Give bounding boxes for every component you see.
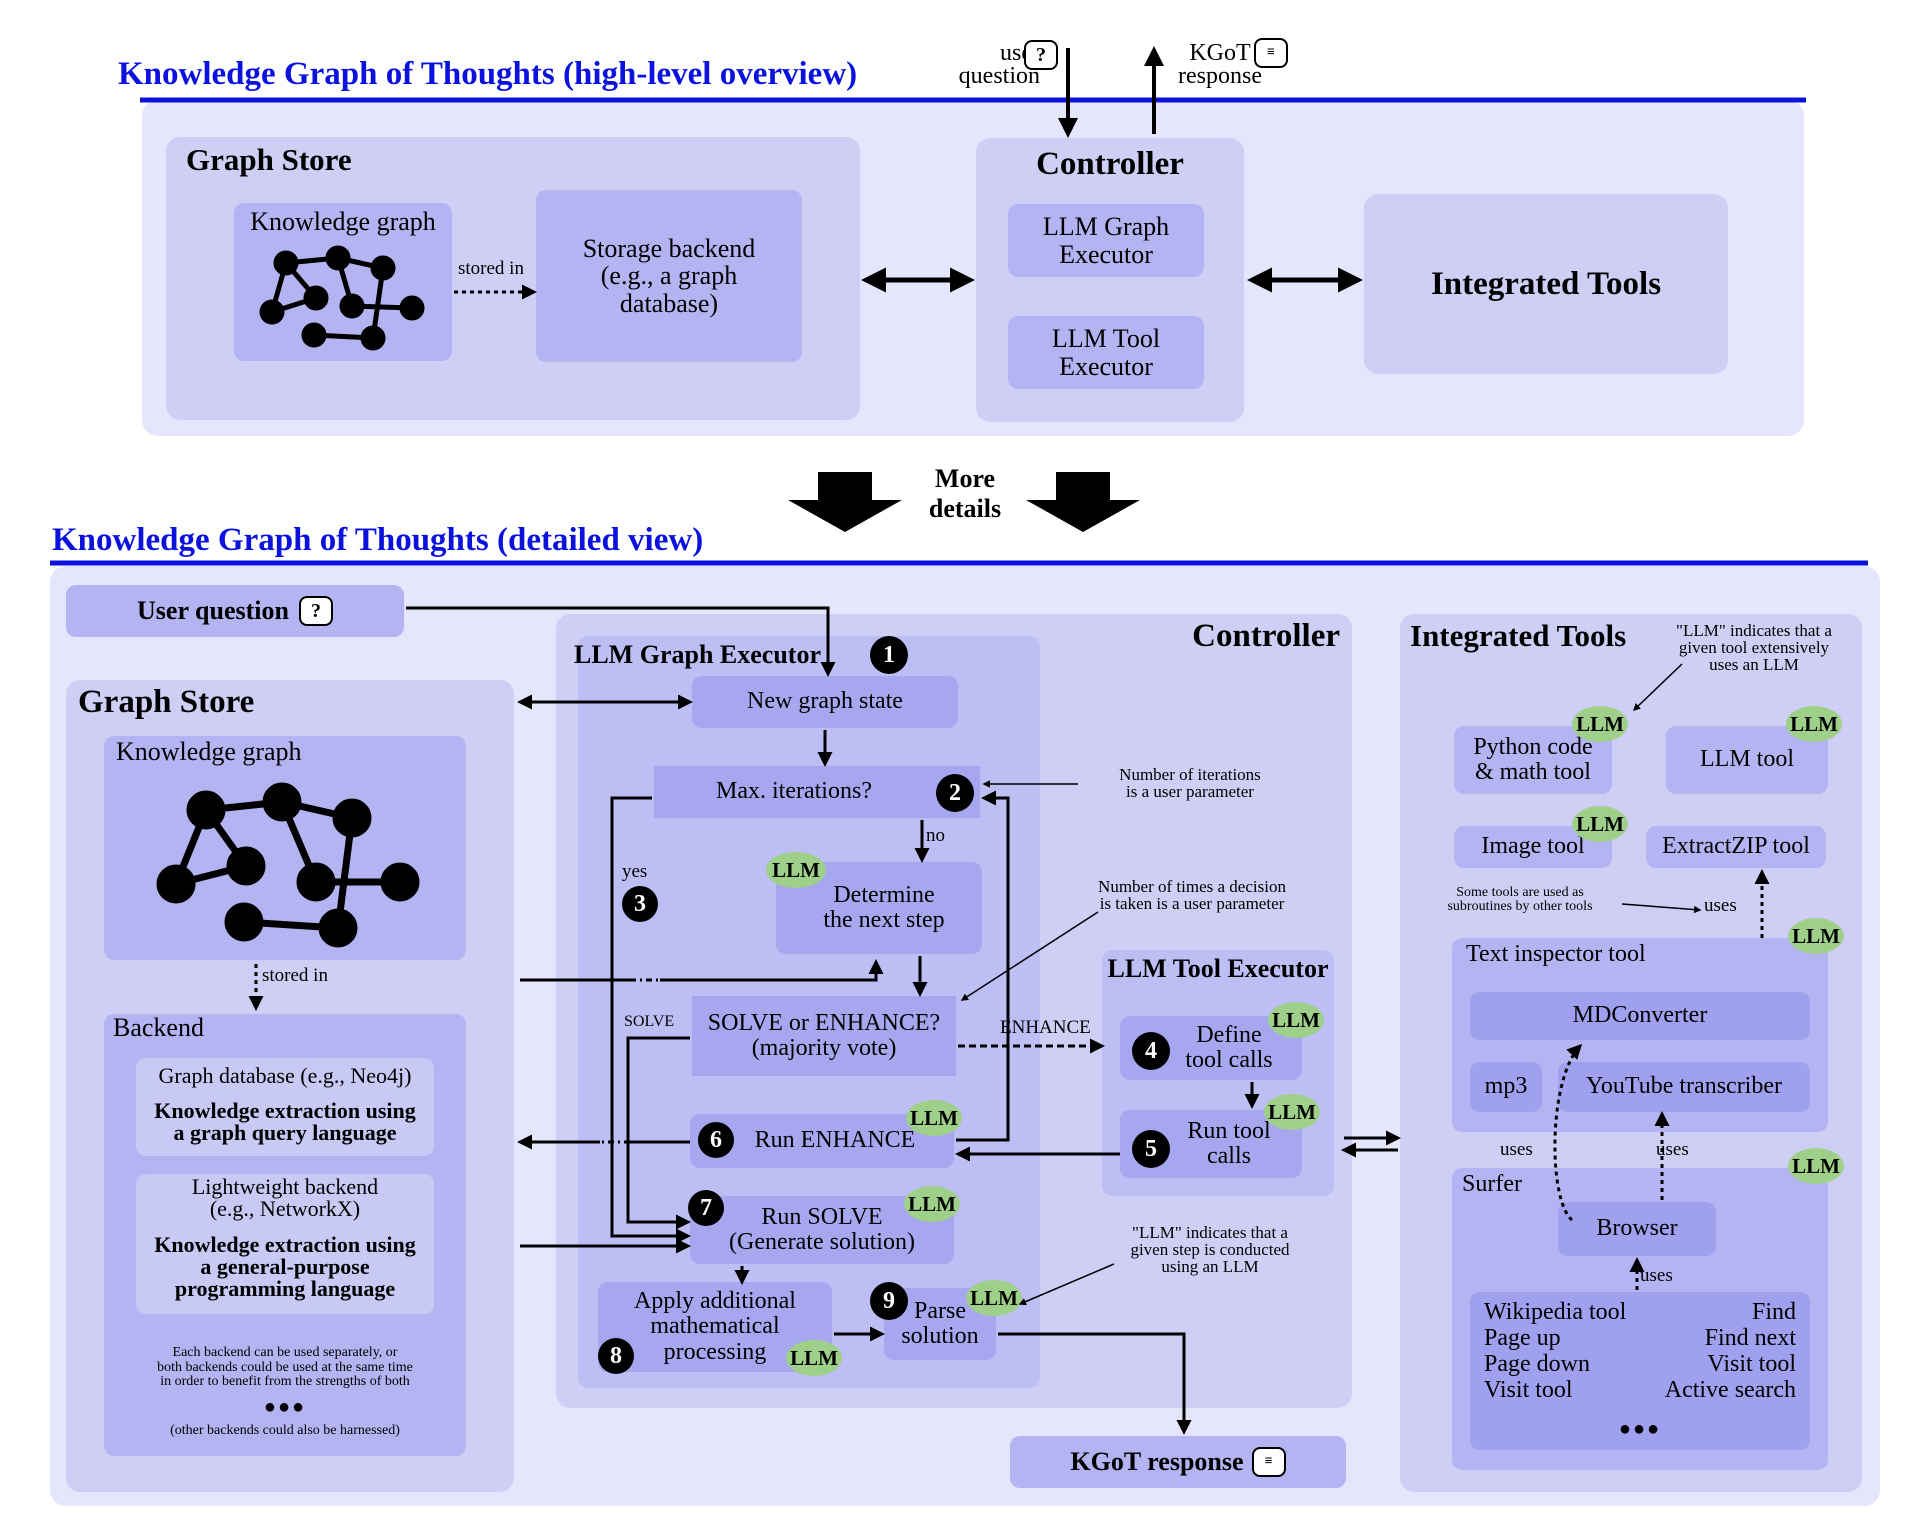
detailed-title: Knowledge Graph of Thoughts (detailed vi… [52, 522, 704, 558]
browser-tools-left: Wikipedia tool Page up Page down Visit t… [1484, 1299, 1627, 1403]
run-solve-box: Run SOLVE (Generate solution) [690, 1196, 954, 1264]
new-graph-state-box: New graph state [692, 676, 958, 728]
user-question-box: User question ? [66, 585, 404, 637]
lightweight-backend-desc: Knowledge extraction using a general-pur… [154, 1232, 416, 1301]
overview-llm-tool-executor: LLM Tool Executor [1008, 316, 1204, 389]
stored-in-label: stored in [262, 965, 328, 986]
uses-label-3: uses [1656, 1139, 1689, 1160]
llm-badge-define: LLM [1268, 1002, 1324, 1038]
overview-stored-in-label: stored in [458, 258, 524, 279]
step-1-icon: 1 [870, 636, 908, 674]
step-8-icon: 8 [598, 1338, 634, 1374]
step-6-icon: 6 [698, 1122, 734, 1158]
youtube-transcriber-box: YouTube transcriber [1558, 1062, 1810, 1112]
integrated-tools-title: Integrated Tools [1410, 618, 1627, 653]
mp3-box: mp3 [1470, 1062, 1542, 1112]
llm-badge-text-inspector: LLM [1788, 918, 1844, 954]
knowledge-graph-box [104, 736, 466, 960]
kgot-response-box: KGoT response ≡ [1010, 1436, 1346, 1488]
enhance-label: ENHANCE [1000, 1017, 1091, 1038]
user-question-label: User question [137, 596, 289, 625]
llm-tool-executor-title: LLM Tool Executor [1107, 954, 1329, 983]
browser-more-dots-icon: ●●● [1618, 1418, 1662, 1440]
backend-note: Each backend can be used separately, or … [157, 1345, 413, 1390]
note-llm-tool: "LLM" indicates that a given tool extens… [1676, 621, 1832, 674]
max-iterations-box: Max. iterations? [654, 766, 980, 818]
browser-box: Browser [1558, 1202, 1716, 1256]
chat-bubble-icon: ≡ [1250, 38, 1288, 68]
mdconverter-box: MDConverter [1470, 992, 1810, 1040]
note-decision: Number of times a decision is taken is a… [1098, 877, 1286, 913]
more-details-label: More details [928, 464, 1002, 523]
llm-badge-determine: LLM [766, 852, 826, 888]
overview-integrated-tools: Integrated Tools [1364, 194, 1728, 374]
llm-badge-math: LLM [786, 1340, 842, 1376]
backend-title: Backend [113, 1013, 204, 1042]
overview-storage-backend: Storage backend (e.g., a graph database) [536, 190, 802, 362]
overview-kgot-response-label: KGoT response [1178, 40, 1262, 89]
solve-or-enhance-box: SOLVE or ENHANCE? (majority vote) [692, 996, 956, 1076]
llm-badge-image: LLM [1572, 806, 1628, 842]
note-iterations: Number of iterations is a user parameter [1119, 765, 1261, 801]
overview-graph-store-title: Graph Store [186, 142, 352, 177]
max-iterations-label: Max. iterations? [716, 778, 872, 805]
llm-badge-python: LLM [1572, 706, 1628, 742]
overview-controller-title: Controller [1036, 146, 1184, 182]
kgot-response-label: KGoT response [1070, 1447, 1244, 1476]
graph-store-title: Graph Store [78, 684, 255, 720]
llm-badge-enhance: LLM [906, 1100, 962, 1136]
no-label: no [926, 825, 945, 846]
more-dots-icon: ●●● [263, 1396, 307, 1418]
browser-tools-box [1470, 1292, 1810, 1450]
uses-label-1: uses [1704, 895, 1737, 916]
solve-label: SOLVE [624, 1013, 675, 1030]
extractzip-tool: ExtractZIP tool [1646, 826, 1826, 868]
overview-title: Knowledge Graph of Thoughts (high-level … [118, 56, 858, 92]
down-arrow-icon [1026, 472, 1140, 532]
note-llm-step: "LLM" indicates that a given step is con… [1130, 1223, 1290, 1276]
down-arrow-icon [788, 472, 902, 532]
llm-badge-run-tool: LLM [1264, 1094, 1320, 1130]
question-bubble-icon: ? [1020, 40, 1058, 70]
llm-graph-executor-title: LLM Graph Executor [574, 640, 821, 669]
browser-tools-right: Find Find next Visit tool Active search [1664, 1299, 1796, 1403]
other-backends-note: (other backends could also be harnessed) [170, 1423, 400, 1438]
chat-bubble-icon: ≡ [1251, 1447, 1286, 1477]
step-2-icon: 2 [936, 774, 974, 812]
lightweight-backend-box [136, 1174, 434, 1314]
controller-title: Controller [1192, 618, 1340, 654]
run-enhance-label: Run ENHANCE [754, 1127, 916, 1154]
surfer-label: Surfer [1462, 1171, 1522, 1197]
step-4-icon: 4 [1132, 1032, 1170, 1070]
yes-label: yes [622, 861, 648, 882]
knowledge-graph-label: Knowledge graph [116, 737, 302, 766]
graph-database-box [136, 1058, 434, 1156]
lightweight-backend-label: Lightweight backend (e.g., NetworkX) [191, 1174, 379, 1221]
graph-database-label: Graph database (e.g., Neo4j) [158, 1063, 412, 1088]
note-subroutines: Some tools are used as subroutines by ot… [1447, 885, 1593, 914]
step-5-icon: 5 [1132, 1130, 1170, 1168]
step-3-icon: 3 [622, 886, 658, 922]
overview-llm-graph-executor: LLM Graph Executor [1008, 204, 1204, 277]
llm-badge-surfer: LLM [1788, 1148, 1844, 1184]
question-bubble-icon: ? [298, 596, 333, 626]
llm-badge-llm-tool: LLM [1786, 706, 1842, 742]
llm-badge-parse: LLM [966, 1280, 1022, 1316]
graph-database-desc: Knowledge extraction using a graph query… [154, 1098, 416, 1145]
step-9-icon: 9 [870, 1282, 908, 1320]
uses-label-2: uses [1500, 1139, 1533, 1160]
uses-label-4: uses [1640, 1265, 1673, 1286]
step-7-icon: 7 [688, 1190, 724, 1226]
text-inspector-label: Text inspector tool [1466, 941, 1646, 967]
llm-badge-solve: LLM [904, 1186, 960, 1222]
overview-knowledge-graph-label: Knowledge graph [250, 207, 436, 236]
